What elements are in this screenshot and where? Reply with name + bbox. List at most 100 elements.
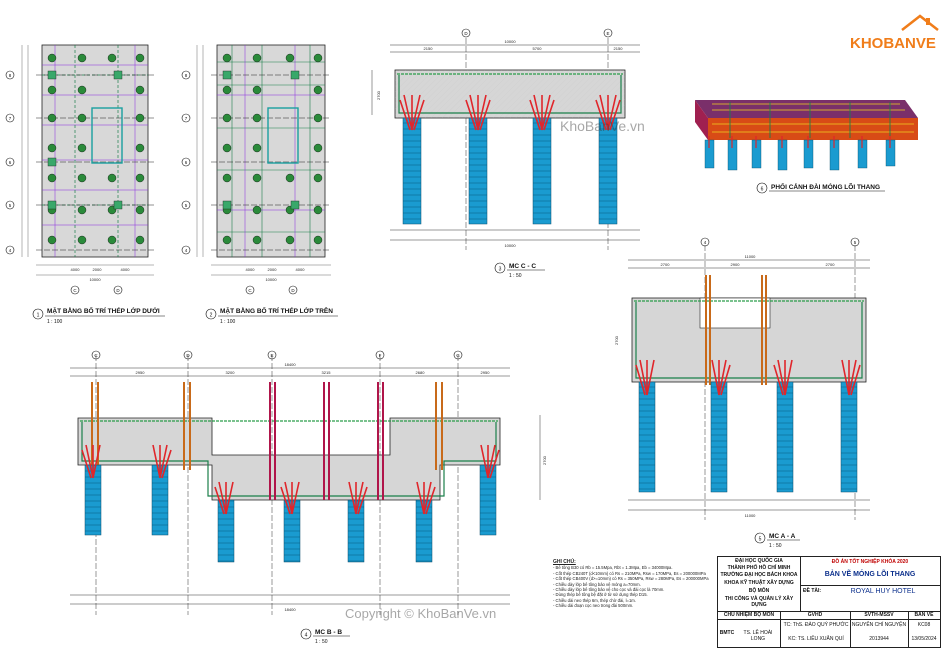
dimension-text: 2000 xyxy=(93,267,103,272)
advisor-kc: KC: TS. LIÊU XUÂN QUÍ xyxy=(788,636,844,642)
note-line: - Dùng thép bê tông bệ đặt ở từ sử dụng … xyxy=(553,592,648,598)
plan-top-title: MẶT BẰNG BỐ TRÍ THÉP LỚP TRÊN xyxy=(220,305,333,315)
university-cell: ĐẠI HỌC QUỐC GIA THÀNH PHỐ HỒ CHÍ MINH T… xyxy=(718,557,801,611)
grid-label: 6 xyxy=(185,160,188,165)
dimension-text: 10000 xyxy=(504,243,516,248)
grid-label: D xyxy=(464,31,468,36)
plan-bottom-number: 1 xyxy=(37,313,40,319)
university-line: TRƯỜNG ĐẠI HỌC BÁCH KHOA xyxy=(720,572,798,578)
grid-label: E xyxy=(606,31,609,36)
dimension-text: 10000 xyxy=(265,277,277,282)
grid-label: D xyxy=(116,288,120,293)
dimension-text: 2150 xyxy=(614,46,624,51)
grid-label: 4 xyxy=(9,248,12,253)
piles-cc xyxy=(402,117,618,225)
dimension-text: 3215 xyxy=(322,370,332,375)
dimension-text: 2150 xyxy=(424,46,434,51)
head-name: TS. LÊ HOÀI LONG xyxy=(743,630,773,642)
dimension-text: 2700 xyxy=(376,90,381,100)
section-bb-title: MC B - B xyxy=(315,629,342,636)
dimension-text: 4000 xyxy=(71,267,81,272)
section-cc-title: MC C - C xyxy=(509,263,536,270)
section-bb-number: 4 xyxy=(305,633,308,639)
project-head: ĐỒ ÁN TỐT NGHIỆP KHÓA 2020 xyxy=(831,559,909,565)
student-id: 2013944 xyxy=(869,636,889,642)
note-line: - Bê tông B30 có Rb = 15.5Mpa, Rbt = 1.3… xyxy=(553,565,673,571)
grid-label: 7 xyxy=(185,116,188,121)
perspective-number: 6 xyxy=(761,187,764,193)
watermark-bottom: Copyright © KhoBanVe.vn xyxy=(345,606,497,621)
university-line: ĐẠI HỌC QUỐC GIA xyxy=(735,558,783,564)
drawing-title: BẢN VẼ MÓNG LÕI THANG xyxy=(824,571,916,578)
grid-label: F xyxy=(379,353,382,358)
grid-label: D xyxy=(186,353,190,358)
dimension-text: 4000 xyxy=(246,267,256,272)
sheet-number: KC08 xyxy=(917,622,931,628)
grid-label: 8 xyxy=(185,73,188,78)
section-aa xyxy=(628,237,870,544)
plan-bottom-title: MẶT BẰNG BỐ TRÍ THÉP LỚP DƯỚI xyxy=(47,305,160,315)
grid-label: C xyxy=(248,288,252,293)
grid-label: G xyxy=(456,353,460,358)
section-aa-scale: 1 : 50 xyxy=(769,543,782,549)
dimension-text: 2700 xyxy=(542,455,547,465)
notes-heading: GHI CHÚ: xyxy=(553,559,576,565)
dimension-text: 2700 xyxy=(614,335,619,345)
grid-label: 4 xyxy=(185,248,188,253)
piles-aa xyxy=(638,381,858,493)
university-line: THÀNH PHỐ HỒ CHÍ MINH xyxy=(727,565,791,571)
university-line: KHOA KỸ THUẬT XÂY DỰNG xyxy=(724,580,794,586)
dimension-text: 4000 xyxy=(296,267,306,272)
grid-label: 6 xyxy=(9,160,12,165)
dimension-text: 2700 xyxy=(826,262,836,267)
university-line: THI CÔNG VÀ QUẢN LÝ XÂY DỰNG xyxy=(724,596,794,608)
sheet-date: 13/05/2024 xyxy=(911,636,937,642)
watermark-top: KhoBanVe.vn xyxy=(560,118,645,134)
grid-label: 8 xyxy=(9,73,12,78)
perspective-title: PHỐI CẢNH ĐÀI MÓNG LÕI THANG xyxy=(771,181,880,191)
col-header: BẢN VẼ xyxy=(914,612,934,618)
dimension-text: 2950 xyxy=(136,370,146,375)
grid-label: E xyxy=(270,353,273,358)
grid-label: 7 xyxy=(9,116,12,121)
perspective-3d xyxy=(695,100,918,194)
section-aa-number: 5 xyxy=(759,537,762,543)
dimension-text: 5700 xyxy=(533,46,543,51)
khobanve-logo: KHOBANVE xyxy=(850,12,940,52)
title-block: ĐẠI HỌC QUỐC GIA THÀNH PHỐ HỒ CHÍ MINH T… xyxy=(717,556,941,648)
plan-bottom-scale: 1 : 100 xyxy=(47,319,63,325)
dimension-text: 2950 xyxy=(481,370,491,375)
grid-label: 5 xyxy=(9,203,12,208)
note-line: - Cốt thép CB400V (d>=10mm) có Rs = 350M… xyxy=(553,576,709,582)
section-bb xyxy=(70,350,541,640)
grid-label: 5 xyxy=(185,203,188,208)
advisor-tc: TC: ThS. ĐÀO QUÝ PHƯỚC xyxy=(783,622,849,628)
dimension-text: 2900 xyxy=(731,262,741,267)
plan-top-scale: 1 : 100 xyxy=(220,319,236,325)
dimension-text: 2000 xyxy=(268,267,278,272)
grid-label: C xyxy=(73,288,77,293)
general-notes: GHI CHÚ: - Bê tông B30 có Rb = 15.5Mpa, … xyxy=(553,559,713,642)
col-header: CHỦ NHIỆM BỘ MÔN xyxy=(723,612,775,618)
student-name: NGUYỄN CHÍ NGUYỆN xyxy=(851,622,907,628)
plan-bottom-steel xyxy=(5,44,165,320)
col-header: SVTH-MSSV xyxy=(864,612,894,618)
note-line: - Chiều dày lớp bê tông bảo vệ cho cọc v… xyxy=(553,587,665,593)
logo-text: KHOBANVE xyxy=(850,35,936,52)
note-line: - Chiều dày lớp bê tông bảo vệ móng a=70… xyxy=(553,581,641,587)
dimension-text: 2680 xyxy=(416,370,426,375)
plan-top-steel xyxy=(181,44,338,320)
dimension-text: 10000 xyxy=(89,277,101,282)
topic-name: ROYAL HUY HOTEL xyxy=(850,588,916,595)
university-line: BỘ MÔN xyxy=(748,588,770,594)
section-bb-scale: 1 : 50 xyxy=(315,639,328,645)
topic-label: ĐỀ TÀI: xyxy=(803,588,822,594)
grid-label: 5 xyxy=(854,240,857,245)
dimension-text: 4000 xyxy=(121,267,131,272)
dimension-text: 11000 xyxy=(745,254,757,259)
dimension-text: 11000 xyxy=(745,513,757,518)
head-label: BMTC xyxy=(719,630,735,636)
section-cc-number: 3 xyxy=(499,267,502,273)
dimension-text: 18400 xyxy=(284,362,296,367)
